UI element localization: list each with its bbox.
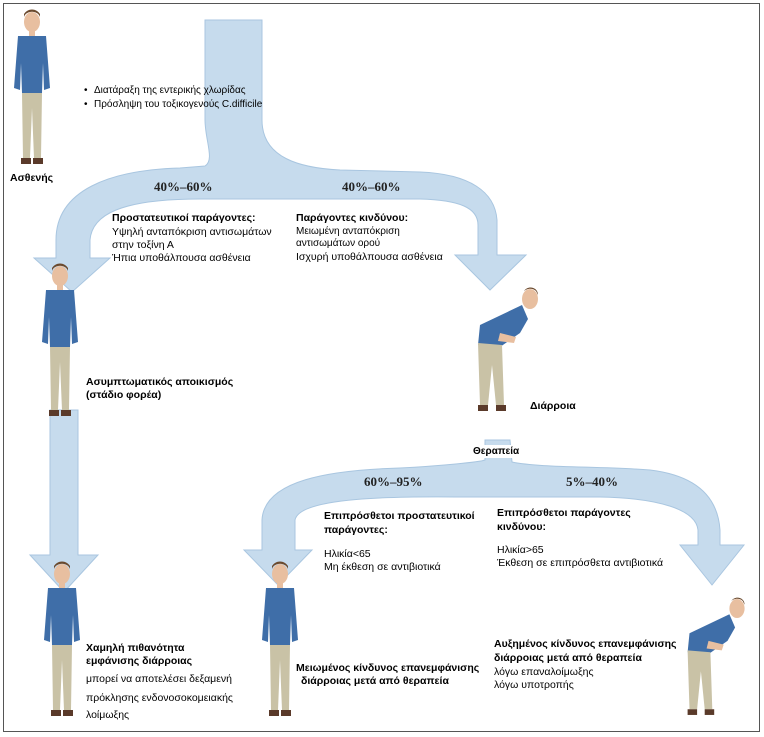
therapy-label: Θεραπεία [469, 445, 524, 458]
reduced-recurrence-figure [262, 561, 298, 716]
low-risk-title-2: εμφάνισης διάρροιας [86, 655, 193, 667]
increased-reason-1: λόγω επαναλοίμωξης [494, 666, 594, 678]
carrier-label-1: Ασυμπτωματικός αποικισμός [86, 376, 234, 388]
low-risk-note-2: πρόκλησης ενδονοσοκομειακής [86, 692, 233, 704]
arrow-left-down [28, 409, 100, 593]
patient-bullet: Πρόσληψη του τοξικογενούς C.difficile [84, 99, 262, 111]
carrier-label-2: (στάδιο φορέα) [86, 389, 162, 401]
treat-right-title-1: Επιπρόσθετοι παράγοντες [497, 507, 631, 519]
right-factor-2: Ισχυρή υποθάλπουσα ασθένεια [296, 251, 443, 263]
treat-right-title-2: κινδύνου: [497, 521, 546, 533]
percent-treat-left: 60%–95% [364, 474, 423, 489]
patient-bullets: Διατάραξη της εντερικής χλωρίδας Πρόσληψ… [84, 85, 262, 111]
increased-recurrence-figure [687, 597, 745, 715]
reduced-recurrence-1: Μειωμένος κίνδυνος επανεμφάνισης [296, 662, 480, 674]
diagram-frame [3, 3, 760, 732]
treat-left-factor-1: Ηλικία<65 [324, 548, 371, 560]
diarrhea-label: Διάρροια [530, 400, 576, 412]
treat-right-factor-1: Ηλικία>65 [497, 544, 544, 556]
low-risk-figure [44, 561, 80, 716]
percent-treat-right: 5%–40% [566, 474, 618, 489]
treat-left-title-1: Επιπρόσθετοι προστατευτικοί [324, 510, 475, 522]
diarrhea-figure [478, 287, 538, 411]
right-factors-title: Παράγοντες κινδύνου: [296, 212, 409, 224]
left-factor-1: Υψηλή ανταπόκριση αντισωμάτων στην τοξίν… [112, 226, 272, 251]
reduced-recurrence-2: διάρροιας μετά από θεραπεία [301, 675, 449, 687]
percent-left-branch: 40%–60% [154, 179, 213, 194]
carrier-figure [42, 263, 78, 416]
treat-left-title-2: παράγοντες: [324, 524, 388, 536]
arrow-treatment-split [242, 439, 746, 586]
treat-left-factor-2: Μη έκθεση σε αντιβιοτικά [324, 561, 441, 573]
treat-right-factor-2: Έκθεση σε επιπρόσθετα αντιβιοτικά [497, 557, 664, 569]
left-factor-2: Ήπια υποθάλπουσα ασθένεια [112, 252, 251, 264]
patient-label: Ασθενής [10, 172, 54, 184]
right-factor-1: Μειωμένη ανταπόκριση αντισωμάτων ορού [296, 226, 400, 249]
patient-bullet: Διατάραξη της εντερικής χλωρίδας [84, 85, 262, 97]
increased-recurrence-1: Αυξημένος κίνδυνος επανεμφάνισης [494, 638, 677, 650]
low-risk-note-1: μπορεί να αποτελέσει δεξαμενή [86, 673, 232, 685]
low-risk-title-1: Χαμηλή πιθανότητα [86, 642, 185, 654]
patient-figure [14, 9, 50, 164]
low-risk-note-3: λοίμωξης [86, 709, 130, 721]
arrow-top-split [32, 19, 528, 293]
increased-reason-2: λόγω υποτροπής [494, 679, 574, 691]
increased-recurrence-2: διάρροιας μετά από θεραπεία [494, 652, 642, 664]
percent-right-branch: 40%–60% [342, 179, 401, 194]
left-factors-title: Προστατευτικοί παράγοντες: [112, 212, 256, 224]
